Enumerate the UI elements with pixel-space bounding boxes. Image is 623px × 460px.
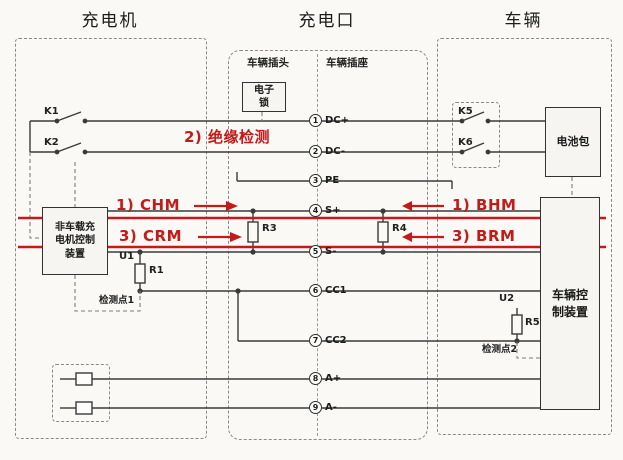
annotation-chm: 1) CHM (116, 196, 181, 214)
charger-title: 充电机 (81, 11, 139, 31)
charger-controller-box: 非车载充电机控制装置 (42, 207, 108, 275)
pin-8-circle: 8 (309, 372, 322, 385)
pin-9-label: A- (325, 402, 337, 413)
pin-6-label: CC1 (325, 285, 347, 296)
switch-k5-label: K5 (458, 106, 473, 117)
r4-label: R4 (392, 223, 407, 234)
u2-label: U2 (499, 293, 515, 304)
pin-1-circle: 1 (309, 114, 322, 127)
aux-supply-box (52, 364, 110, 422)
annotation-brm: 3) BRM (452, 227, 516, 245)
pin-5-circle: 5 (309, 245, 322, 258)
pin-3-circle: 3 (309, 174, 322, 187)
socket-label: 车辆插座 (326, 57, 368, 69)
pin-dc-plus: 1 DC+ (309, 114, 349, 127)
pin-6-circle: 6 (309, 284, 322, 297)
pin-a-plus: 8 A+ (309, 372, 341, 385)
contactor-k5k6-box (452, 102, 500, 168)
r3-label: R3 (262, 223, 277, 234)
pin-3-label: PE (325, 175, 340, 186)
pin-1-label: DC+ (325, 115, 350, 126)
pin-s-minus: 5 S- (309, 245, 336, 258)
pin-9-circle: 9 (309, 401, 322, 414)
switch-k1-label: K1 (44, 106, 59, 117)
plug-label: 车辆插头 (247, 57, 289, 69)
pin-4-label: S+ (325, 205, 341, 216)
pin-5-label: S- (325, 246, 337, 257)
switch-k2-label: K2 (44, 137, 59, 148)
pin-7-label: CC2 (325, 335, 347, 346)
r1-label: R1 (149, 265, 164, 276)
switch-k6-label: K6 (458, 137, 473, 148)
signal-wires (60, 172, 540, 415)
pin-cc2: 7 CC2 (309, 334, 347, 347)
red-annotation-arrows (194, 201, 444, 242)
battery-pack-box: 电池包 (545, 107, 601, 177)
pin-7-circle: 7 (309, 334, 322, 347)
annotation-crm: 3) CRM (119, 227, 182, 245)
vehicle-title: 车辆 (504, 11, 543, 31)
pin-2-label: DC- (325, 146, 346, 157)
annotation-insulation-detect: 2) 绝缘检测 (184, 128, 271, 146)
pin-s-plus: 4 S+ (309, 204, 341, 217)
pin-dc-minus: 2 DC- (309, 145, 345, 158)
vehicle-controller-box: 车辆控制装置 (540, 197, 600, 410)
detect-point-2-label: 检测点2 (482, 344, 518, 355)
r5-label: R5 (525, 317, 540, 328)
pin-8-label: A+ (325, 373, 342, 384)
pin-4-circle: 4 (309, 204, 322, 217)
electronic-lock-box: 电子锁 (242, 82, 286, 112)
pin-2-circle: 2 (309, 145, 322, 158)
charger-region-box (15, 38, 207, 439)
dc-power-wires (29, 111, 545, 155)
pin-pe: 3 PE (309, 174, 339, 187)
charge-port-region-box (228, 50, 428, 440)
annotation-bhm: 1) BHM (452, 196, 517, 214)
pin-cc1: 6 CC1 (309, 284, 347, 297)
detect-point-1-label: 检测点1 (99, 295, 135, 306)
u1-label: U1 (119, 251, 135, 262)
port-title: 充电口 (298, 11, 356, 31)
pin-a-minus: 9 A- (309, 401, 337, 414)
dashed-control-links (29, 112, 573, 359)
